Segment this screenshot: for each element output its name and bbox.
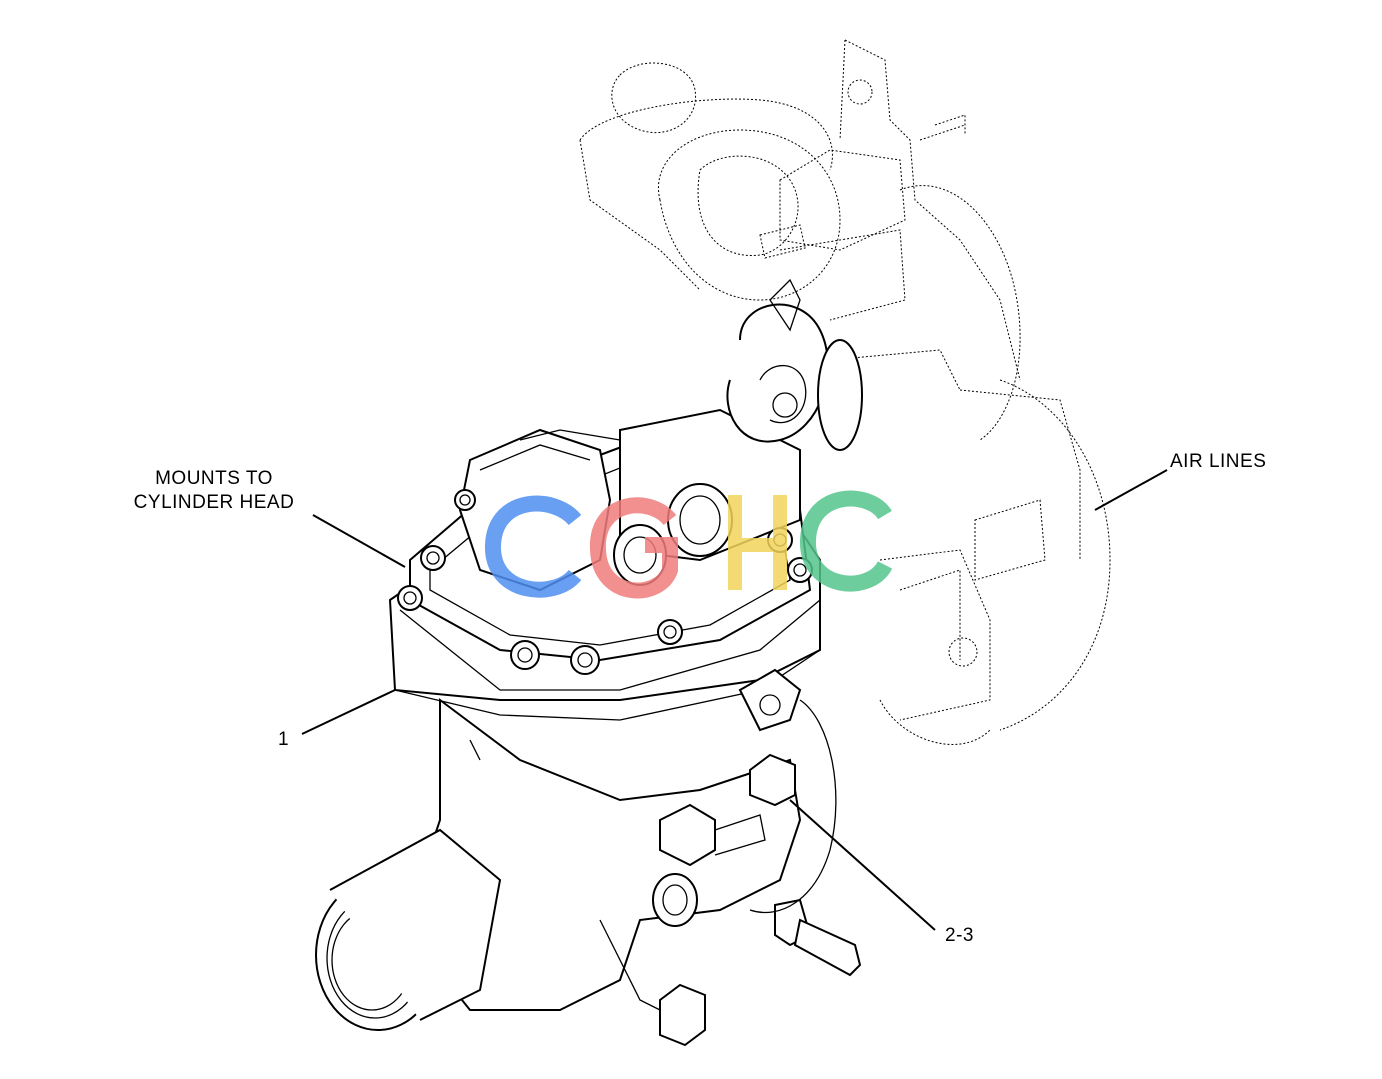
leader-mounts	[312, 514, 406, 568]
watermark	[485, 490, 893, 599]
air-lines-label: AIR LINES	[1170, 451, 1267, 472]
watermark-letter	[589, 497, 678, 599]
leader-part-1	[301, 689, 396, 735]
part-1-label: 1	[278, 729, 290, 750]
watermark-letter	[728, 495, 787, 590]
background-engine-parts	[579, 39, 1111, 745]
mounts-to-cylinder-head-label: MOUNTS TO CYLINDER HEAD	[133, 468, 295, 513]
watermark-letter	[485, 495, 582, 598]
leader-lines	[301, 469, 1168, 931]
valve-assembly	[315, 278, 863, 1047]
part-2-3-label: 2-3	[945, 925, 974, 946]
watermark-letter	[800, 490, 893, 592]
leader-part-2-3	[789, 799, 936, 931]
leader-air-lines	[1094, 469, 1168, 511]
